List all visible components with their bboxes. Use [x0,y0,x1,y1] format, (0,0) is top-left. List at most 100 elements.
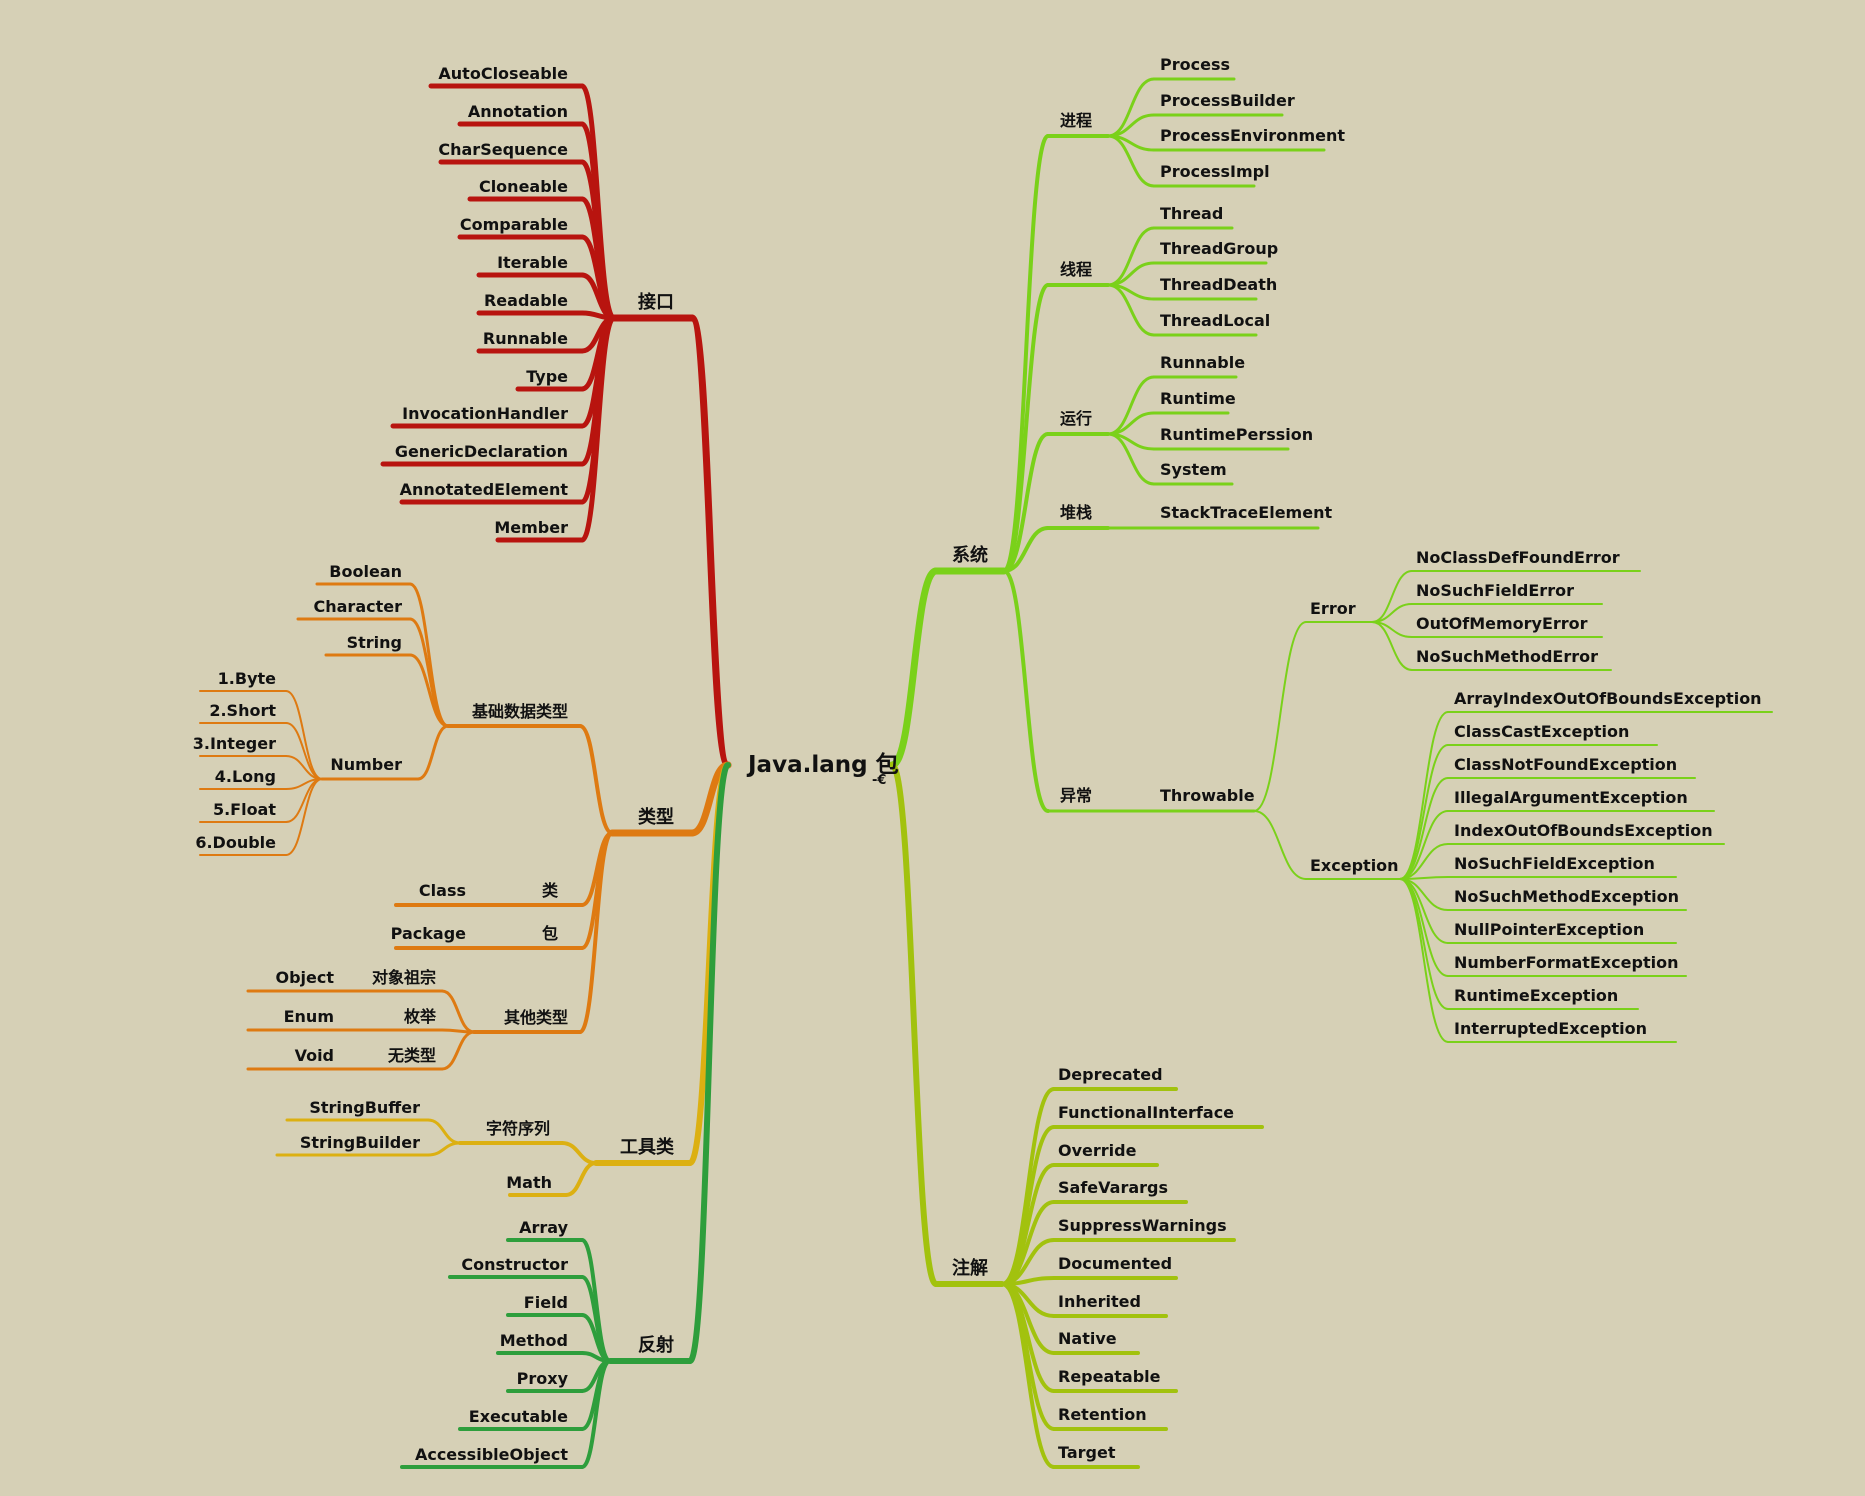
leaf-nosuchmethoderror[interactable]: NoSuchMethodError [1416,647,1598,666]
leaf-noclassdeffounderror[interactable]: NoClassDefFoundError [1416,548,1620,567]
leaf-package[interactable]: Package [391,924,466,943]
leaf-indexoutofboundsexception[interactable]: IndexOutOfBoundsException [1454,821,1713,840]
leaf-suppresswarnings[interactable]: SuppressWarnings [1058,1216,1227,1235]
leaf-retention[interactable]: Retention [1058,1405,1147,1424]
leaf-runtimeexception[interactable]: RuntimeException [1454,986,1618,1005]
leaf-type[interactable]: Type [526,367,568,386]
leaf-member[interactable]: Member [494,518,568,537]
leaf-comparable[interactable]: Comparable [460,215,568,234]
collapse-marker-icon[interactable]: -€ [872,773,886,788]
leaf-nosuchfieldexception[interactable]: NoSuchFieldException [1454,854,1655,873]
leaf-character[interactable]: Character [314,597,403,616]
leaf-classnotfoundexception[interactable]: ClassNotFoundException [1454,755,1677,774]
node-exception-cn[interactable]: 异常 [1060,786,1092,805]
node-char-seq[interactable]: 字符序列 [486,1119,550,1138]
leaf-5-float[interactable]: 5.Float [213,800,276,819]
leaf-target[interactable]: Target [1058,1443,1116,1462]
node-enum-cn[interactable]: 枚举 [404,1007,437,1026]
node-class-cn[interactable]: 类 [542,881,559,900]
node-other-types[interactable]: 其他类型 [504,1008,568,1027]
leaf-charsequence[interactable]: CharSequence [438,140,568,159]
leaf-threadgroup-1[interactable]: ThreadGroup [1160,239,1278,258]
leaf-array[interactable]: Array [519,1218,568,1237]
node-group-1[interactable]: 线程 [1060,260,1092,279]
leaf-numberformatexception[interactable]: NumberFormatException [1454,953,1678,972]
leaf-override[interactable]: Override [1058,1141,1137,1160]
node-types[interactable]: 类型 [638,806,674,828]
leaf-annotation[interactable]: Annotation [468,102,568,121]
leaf-invocationhandler[interactable]: InvocationHandler [402,404,568,423]
leaf-4-long[interactable]: 4.Long [215,767,276,786]
leaf-annotatedelement[interactable]: AnnotatedElement [400,480,569,499]
leaf-native[interactable]: Native [1058,1329,1117,1348]
leaf-thread-1[interactable]: Thread [1160,204,1223,223]
leaf-executable[interactable]: Executable [469,1407,568,1426]
leaf-processenvironment-0[interactable]: ProcessEnvironment [1160,126,1345,145]
leaf-system-2[interactable]: System [1160,460,1227,479]
node-group-2[interactable]: 运行 [1060,409,1092,428]
leaf-documented[interactable]: Documented [1058,1254,1172,1273]
leaf-runnable-2[interactable]: Runnable [1160,353,1245,372]
node-tools[interactable]: 工具类 [620,1136,675,1158]
leaf-threadlocal-1[interactable]: ThreadLocal [1160,311,1270,330]
leaf-constructor[interactable]: Constructor [461,1255,568,1274]
leaf-string[interactable]: String [347,633,402,652]
leaf-outofmemoryerror[interactable]: OutOfMemoryError [1416,614,1588,633]
leaf-math[interactable]: Math [506,1173,552,1192]
root-node[interactable]: Java.lang 包 [746,751,899,778]
leaf-safevarargs[interactable]: SafeVarargs [1058,1178,1168,1197]
leaf-genericdeclaration[interactable]: GenericDeclaration [395,442,568,461]
leaf-1-byte[interactable]: 1.Byte [218,669,276,688]
node-object-cn[interactable]: 对象祖宗 [372,968,436,987]
leaf-process-0[interactable]: Process [1160,55,1230,74]
leaf-field[interactable]: Field [524,1293,568,1312]
node-reflection[interactable]: 反射 [638,1334,674,1356]
leaf-arrayindexoutofboundsexception[interactable]: ArrayIndexOutOfBoundsException [1454,689,1762,708]
leaf-object[interactable]: Object [275,968,334,987]
leaf-runtimeperssion-2[interactable]: RuntimePerssion [1160,425,1313,444]
leaf-nosuchfielderror[interactable]: NoSuchFieldError [1416,581,1574,600]
leaf-6-double[interactable]: 6.Double [195,833,276,852]
node-interfaces[interactable]: 接口 [638,291,674,313]
leaf-runtime-2[interactable]: Runtime [1160,389,1236,408]
leaf-proxy[interactable]: Proxy [517,1369,569,1388]
leaf-nosuchmethodexception[interactable]: NoSuchMethodException [1454,887,1679,906]
leaf-3-integer[interactable]: 3.Integer [193,734,276,753]
leaf-2-short[interactable]: 2.Short [209,701,276,720]
leaf-stringbuffer[interactable]: StringBuffer [309,1098,420,1117]
node-number[interactable]: Number [330,755,402,774]
leaf-class[interactable]: Class [419,881,466,900]
leaf-functionalinterface[interactable]: FunctionalInterface [1058,1103,1234,1122]
leaf-readable[interactable]: Readable [484,291,568,310]
leaf-void[interactable]: Void [295,1046,334,1065]
leaf-cloneable[interactable]: Cloneable [479,177,568,196]
node-exception[interactable]: Exception [1310,856,1399,875]
leaf-deprecated[interactable]: Deprecated [1058,1065,1163,1084]
node-system[interactable]: 系统 [952,544,988,566]
leaf-iterable[interactable]: Iterable [497,253,568,272]
node-group-0[interactable]: 进程 [1060,111,1092,130]
node-error[interactable]: Error [1310,599,1356,618]
leaf-stringbuilder[interactable]: StringBuilder [300,1133,420,1152]
node-basic-types[interactable]: 基础数据类型 [471,702,568,721]
leaf-autocloseable[interactable]: AutoCloseable [438,64,568,83]
leaf-accessibleobject[interactable]: AccessibleObject [415,1445,568,1464]
node-package-cn[interactable]: 包 [542,924,558,943]
leaf-runnable[interactable]: Runnable [483,329,568,348]
leaf-enum[interactable]: Enum [284,1007,334,1026]
leaf-threaddeath-1[interactable]: ThreadDeath [1160,275,1277,294]
leaf-stacktraceelement[interactable]: StackTraceElement [1160,503,1332,522]
leaf-method[interactable]: Method [500,1331,568,1350]
leaf-classcastexception[interactable]: ClassCastException [1454,722,1629,741]
leaf-illegalargumentexception[interactable]: IllegalArgumentException [1454,788,1688,807]
leaf-repeatable[interactable]: Repeatable [1058,1367,1161,1386]
node-group-3[interactable]: 堆栈 [1060,503,1092,522]
leaf-inherited[interactable]: Inherited [1058,1292,1141,1311]
leaf-processbuilder-0[interactable]: ProcessBuilder [1160,91,1295,110]
leaf-interruptedexception[interactable]: InterruptedException [1454,1019,1647,1038]
node-throwable[interactable]: Throwable [1160,786,1255,805]
leaf-boolean[interactable]: Boolean [329,562,402,581]
leaf-processimpl-0[interactable]: ProcessImpl [1160,162,1270,181]
node-annotations[interactable]: 注解 [952,1257,988,1279]
node-void-cn[interactable]: 无类型 [387,1046,436,1065]
